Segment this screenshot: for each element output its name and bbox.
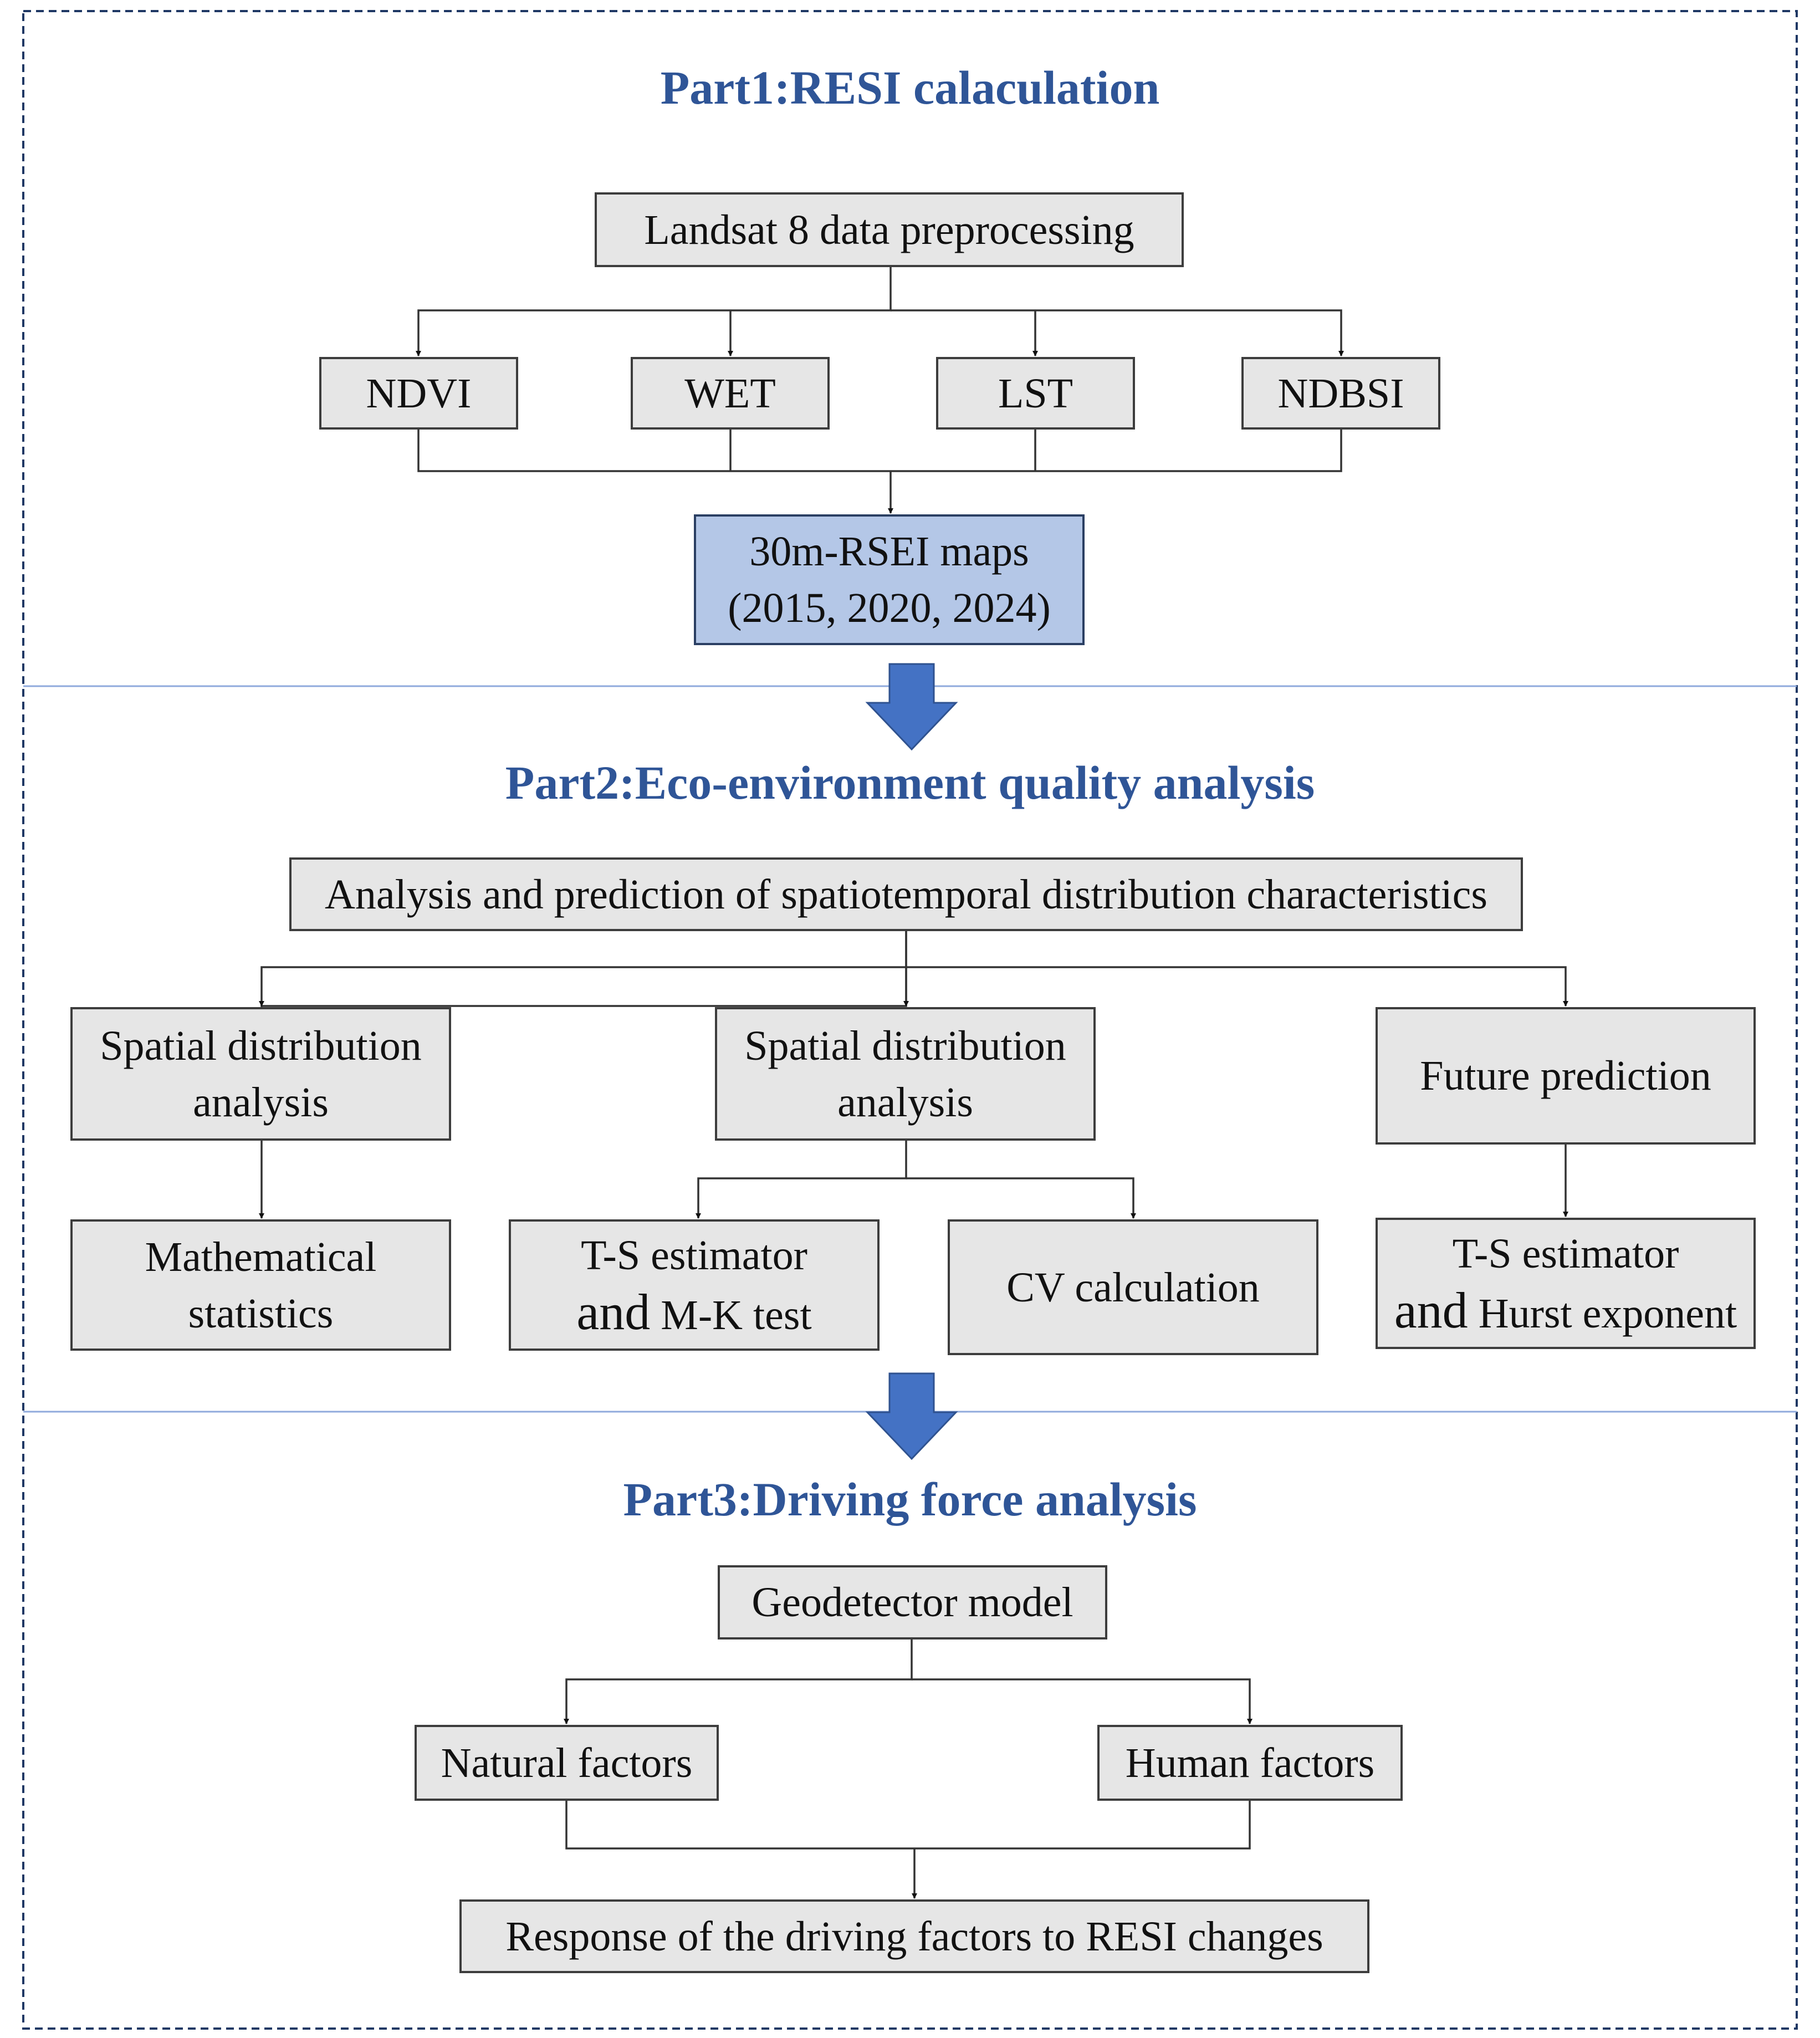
block-arrow-part1-to-part2: [865, 663, 958, 751]
spatial-distribution-middle-line2: analysis: [837, 1079, 973, 1126]
rsei-years-label: (2015, 2020, 2024): [728, 585, 1051, 631]
ts-estimator-hurst-line1: T-S estimator: [1452, 1230, 1679, 1277]
ts-estimator-hurst-line2: and Hurst exponent: [1394, 1282, 1737, 1342]
outer-frame: [22, 10, 1798, 2030]
ts-estimator-mk-line1: T-S estimator: [581, 1232, 807, 1279]
driving-factors-response-box: Response of the driving factors to RESI …: [459, 1899, 1369, 1973]
spatial-distribution-box-middle: Spatial distribution analysis: [715, 1007, 1096, 1141]
mathematical-statistics-box: Mathematical statistics: [70, 1219, 451, 1351]
landsat-preprocessing-box: Landsat 8 data preprocessing: [595, 192, 1184, 267]
spatial-distribution-box-left: Spatial distribution analysis: [70, 1007, 451, 1141]
spatial-distribution-left-line1: Spatial distribution: [100, 1022, 422, 1069]
part1-title: Part1:RESI calaculation: [660, 61, 1160, 114]
ts-mk-test-word: M-K test: [661, 1291, 812, 1339]
ts-estimator-mk-line2: and M-K test: [576, 1284, 811, 1344]
spatiotemporal-analysis-box: Analysis and prediction of spatiotempora…: [289, 857, 1523, 931]
wet-box: WET: [631, 357, 830, 430]
human-factors-box: Human factors: [1097, 1725, 1403, 1801]
geodetector-model-box: Geodetector model: [718, 1565, 1107, 1639]
future-prediction-box: Future prediction: [1376, 1007, 1756, 1145]
connector-lines: [259, 267, 1568, 1899]
ts-estimator-hurst-box: T-S estimator and Hurst exponent: [1376, 1218, 1756, 1349]
mathematical-statistics-line1: Mathematical: [145, 1233, 377, 1280]
mathematical-statistics-line2: statistics: [188, 1290, 334, 1337]
part3-title: Part3:Driving force analysis: [623, 1473, 1197, 1526]
ts-hurst-and-word: and: [1394, 1281, 1468, 1339]
part2-title: Part2:Eco-environment quality analysis: [505, 756, 1315, 809]
cv-calculation-box: CV calculation: [948, 1219, 1318, 1355]
rsei-maps-label: 30m-RSEI maps: [749, 528, 1029, 575]
ndbsi-box: NDBSI: [1241, 357, 1440, 430]
block-arrow-part2-to-part3: [865, 1372, 958, 1460]
hurst-exponent-word: Hurst exponent: [1478, 1290, 1737, 1337]
lst-box: LST: [936, 357, 1135, 430]
ts-estimator-mk-test-box: T-S estimator and M-K test: [509, 1219, 880, 1351]
spatial-distribution-left-line2: analysis: [193, 1079, 329, 1126]
natural-factors-box: Natural factors: [415, 1725, 719, 1801]
spatial-distribution-middle-line1: Spatial distribution: [744, 1022, 1066, 1069]
ts-mk-and-word: and: [576, 1283, 651, 1340]
ndvi-box: NDVI: [319, 357, 518, 430]
rsei-maps-box: 30m-RSEI maps (2015, 2020, 2024): [694, 514, 1085, 645]
